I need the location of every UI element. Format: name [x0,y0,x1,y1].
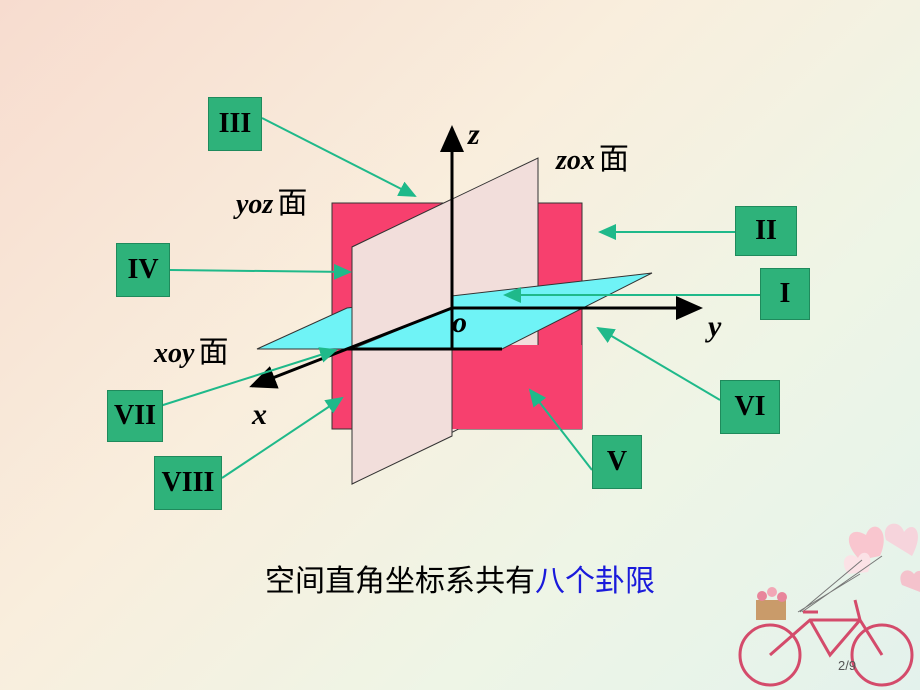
octant-V-label: V [592,435,642,489]
caption: 空间直角坐标系共有八个卦限 [0,556,920,600]
octant-VII-label: VII [107,390,163,442]
caption-highlight: 八个卦限 [535,564,655,599]
origin-label: o [452,306,467,339]
caption-text: 空间直角坐标系共有 [265,564,535,599]
pointer-VIII [221,396,344,479]
bicycle-balloon-decoration [738,523,920,687]
pointer-VI [596,326,721,401]
octant-III-label: III [208,97,262,151]
octant-IV-label: IV [116,243,170,297]
yoz-plane-front [452,345,582,429]
zox-plane-lower [351,348,453,485]
octant-I-label: I [760,268,810,320]
pointer-IV [169,263,352,280]
pointer-V [528,388,593,471]
octant-II-label: II [735,206,797,256]
octant-VI-label: VI [720,380,780,434]
y-axis-label: y [708,310,722,343]
x-axis [249,306,453,389]
pointer-VII [159,347,338,407]
page-number: 2/9 [838,658,857,673]
z-axis-label: z [468,118,480,151]
x-axis-label: x [252,398,267,431]
octant-VIII-label: VIII [154,456,222,510]
pointer-III [261,117,417,197]
